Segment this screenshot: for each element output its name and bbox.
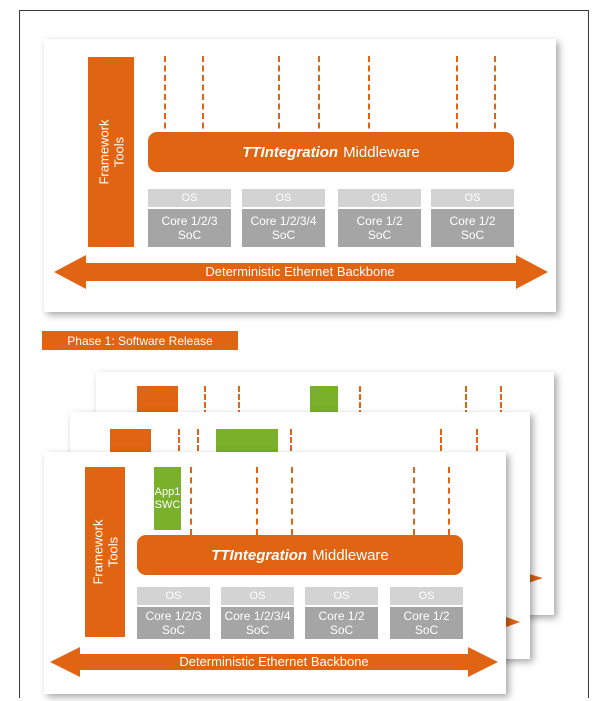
middleware-suffix: Middleware (312, 546, 389, 564)
ecu-2-core-label: Core 1/2/3/4 (250, 214, 317, 228)
middleware-brand: TTIntegration (242, 143, 339, 161)
connector-line (494, 56, 496, 138)
ecu-3-core-label: Core 1/2 (318, 609, 365, 623)
ecu-2-core: Core 1/2/3/4 SoC (242, 209, 325, 247)
connector-line (197, 429, 199, 459)
backbone-label: Deterministic Ethernet Backbone (179, 654, 369, 669)
connector-line (238, 386, 240, 416)
app-swc-label: App1 SWC (154, 485, 181, 511)
ecu-1-core-label: Core 1/2/3 (161, 214, 218, 228)
ecu-3-os: OS (305, 587, 378, 605)
ecu-1-core: Core 1/2/3 SoC (148, 209, 231, 247)
ecu-4-core-label: Core 1/2 (449, 214, 496, 228)
connector-line (164, 56, 166, 138)
architecture-panel-front: App1 SWC Framework Tools TTIntegration M… (44, 452, 506, 694)
ecu-2-core-label: Core 1/2/3/4 (224, 609, 291, 623)
connector-line (465, 386, 467, 416)
ecu-3-soc-label: SoC (329, 623, 354, 637)
middleware-suffix: Middleware (343, 143, 420, 161)
connector-line (476, 429, 478, 459)
ecu-2-core: Core 1/2/3/4 SoC (221, 607, 294, 639)
connector-line (204, 386, 206, 416)
middleware-bar: TTIntegration Middleware (137, 535, 463, 575)
backbone-arrow (50, 647, 498, 677)
connector-line (290, 429, 292, 459)
ecu-2-os: OS (242, 189, 325, 207)
ecu-4-core: Core 1/2 SoC (390, 607, 463, 639)
ecu-1-core: Core 1/2/3 SoC (137, 607, 210, 639)
connector-line (202, 56, 204, 138)
ecu-4-soc-label: SoC (460, 228, 485, 242)
middleware-bar: TTIntegration Middleware (148, 132, 514, 172)
app-swc-block (310, 386, 338, 416)
connector-line (278, 56, 280, 138)
ecu-3-os: OS (338, 189, 421, 207)
ecu-1-os: OS (148, 189, 231, 207)
ecu-1-soc-label: SoC (161, 623, 186, 637)
connector-line (368, 56, 370, 138)
ecu-4-soc-label: SoC (414, 623, 439, 637)
connector-line (456, 56, 458, 138)
ecu-3-core: Core 1/2 SoC (305, 607, 378, 639)
ecu-1-core-label: Core 1/2/3 (145, 609, 202, 623)
connector-line (440, 429, 442, 459)
app-swc-block: App1 SWC (154, 467, 181, 530)
backbone-arrow-svg (54, 255, 548, 289)
connector-line (178, 429, 180, 459)
framework-tools-box: Framework Tools (85, 467, 125, 637)
framework-tools-box: Framework Tools (88, 57, 134, 247)
framework-tools-box (137, 386, 178, 416)
connector-line (291, 467, 293, 535)
ecu-4-core-label: Core 1/2 (403, 609, 450, 623)
ecu-4-core: Core 1/2 SoC (431, 209, 514, 247)
connector-line (359, 386, 361, 416)
middleware-brand: TTIntegration (211, 546, 308, 564)
ecu-1-os: OS (137, 587, 210, 605)
backbone-label: Deterministic Ethernet Backbone (205, 264, 395, 279)
connector-line (256, 467, 258, 535)
ecu-2-soc-label: SoC (245, 623, 270, 637)
connector-line (413, 467, 415, 535)
ecu-4-os: OS (431, 189, 514, 207)
connector-line (500, 386, 502, 416)
ecu-1-soc-label: SoC (177, 228, 202, 242)
ecu-2-soc-label: SoC (271, 228, 296, 242)
backbone-arrow (54, 255, 548, 289)
ecu-3-core-label: Core 1/2 (356, 214, 403, 228)
ecu-3-core: Core 1/2 SoC (338, 209, 421, 247)
connector-line (448, 467, 450, 535)
backbone-arrow-svg (50, 647, 498, 677)
connector-line (190, 467, 192, 535)
ecu-4-os: OS (390, 587, 463, 605)
connector-line (318, 56, 320, 138)
phase-label: Phase 1: Software Release (42, 331, 238, 350)
architecture-panel-top: Framework Tools TTIntegration Middleware… (44, 39, 556, 312)
ecu-2-os: OS (221, 587, 294, 605)
ecu-3-soc-label: SoC (367, 228, 392, 242)
